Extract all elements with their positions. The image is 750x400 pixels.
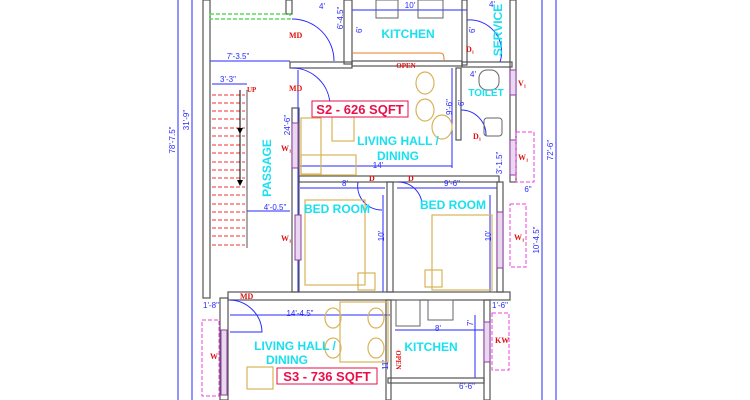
staircase [212, 90, 248, 248]
dim-bed-10b: 10' [484, 230, 493, 241]
dim-toilet-6: 6' [457, 100, 466, 106]
tag-md-3: MD [240, 292, 254, 301]
dim-top-4: 4' [319, 2, 325, 11]
tag-w1-bed1: W₁ [281, 234, 292, 243]
dim-9-6-living: 9'-6" [445, 99, 454, 115]
s2-living-label-1: LIVING HALL / [357, 134, 439, 148]
dim-kitchen-8: 8' [435, 324, 441, 333]
dim-9-6: 9'-6" [444, 179, 460, 188]
open-label-bottom: OPEN [394, 350, 402, 369]
tag-d1-kitchen: D₁ [466, 45, 475, 54]
dim-toilet-4: 4' [470, 70, 476, 79]
tag-md-2: MD [289, 84, 303, 93]
room-label-passage: PASSAGE [260, 139, 274, 197]
room-label-toilet: TOILET [468, 88, 503, 99]
room-label-bedroom-2: BED ROOM [420, 198, 486, 212]
s3-living-label-1: LIVING HALL / [254, 339, 336, 353]
dim-right-10: 10'-4.5" [532, 226, 541, 253]
dim-bed-10a: 10' [377, 230, 386, 241]
room-label-kitchen-top: KITCHEN [381, 27, 434, 41]
s2-living-label-2: DINING [377, 149, 419, 163]
dim-kitchen-7: 7' [466, 320, 475, 326]
dim-4-0-5: 4'-0.5" [264, 203, 287, 212]
dim-overall-right: 72'-6" [546, 140, 555, 161]
s3-area-box [276, 367, 378, 385]
dim-1-8: 1'-8" [203, 301, 219, 310]
s2-area-label: S2 - 626 SQFT [316, 102, 403, 117]
tag-w-s3: W [210, 352, 218, 361]
dim-6-4-5: 6'-4.5" [336, 7, 345, 30]
dim-top-4-service: 4' [489, 0, 495, 9]
s3-area-label: S3 - 736 SQFT [283, 369, 370, 384]
doors [229, 18, 503, 333]
dim-overall-left: 78'-7.5" [168, 126, 177, 153]
dim-kitchen-6b: 6' [468, 27, 477, 33]
dim-14-4-5: 14'-4.5" [286, 309, 313, 318]
dim-24-6: 24'-6" [283, 115, 292, 136]
stair-up-label: UP [247, 86, 257, 94]
tag-w1-bed2: W₁ [514, 233, 525, 242]
dim-6-6: 6'-6" [459, 382, 475, 391]
stair-arrow-icon [237, 128, 243, 186]
dim-1-6: 1'-6" [492, 301, 508, 310]
open-label-top: OPEN [396, 62, 415, 70]
s2-area-box [311, 100, 409, 118]
furniture [246, 0, 503, 390]
tag-d1-toilet: D₁ [473, 132, 482, 141]
dim-7-3-5: 7'-3.5" [227, 52, 250, 61]
room-label-service: SERVICE [491, 4, 505, 56]
s3-living-label-2: DINING [266, 353, 308, 367]
dim-left-31: 31'-9" [182, 110, 191, 131]
tag-md-1: MD [289, 31, 303, 40]
dim-14: 14' [373, 161, 384, 170]
windows [201, 69, 535, 397]
dim-11: 11' [381, 360, 390, 370]
tag-d-bed1: D [369, 174, 375, 183]
room-label-kitchen-bottom: KITCHEN [404, 340, 457, 354]
dim-3-1-5: 3'-1.5" [495, 152, 504, 175]
dim-3-3: 3'-3" [220, 75, 236, 84]
dim-8: 8' [342, 179, 348, 188]
tag-v1: V₁ [518, 79, 527, 88]
dim-kitchen-6a: 6' [355, 27, 364, 33]
tag-w1-toilet: W₁ [518, 153, 529, 162]
dim-top-10: 10' [405, 1, 416, 10]
tag-d-bed2: D [408, 174, 414, 183]
room-label-bedroom-1: BED ROOM [304, 202, 370, 216]
tag-w1-living: W₁ [281, 144, 292, 153]
tag-kw: KW [495, 336, 509, 345]
dim-6in: 6" [524, 185, 531, 194]
